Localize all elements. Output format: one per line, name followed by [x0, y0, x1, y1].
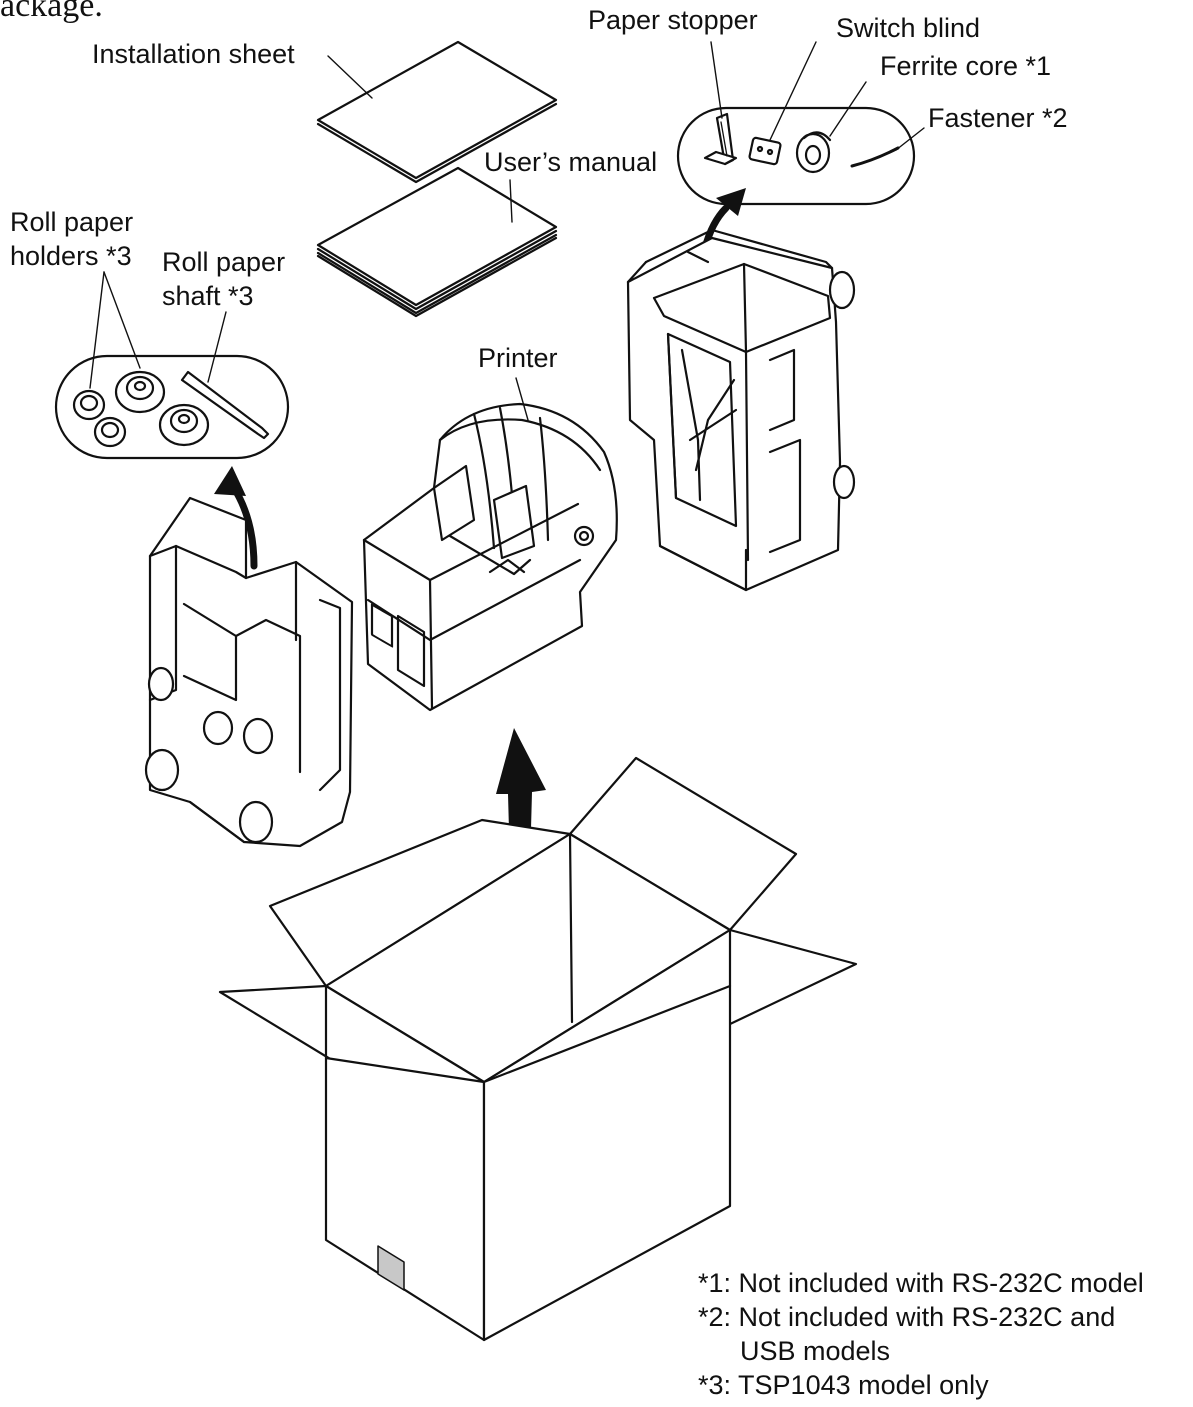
- label-installation-sheet: Installation sheet: [92, 38, 295, 70]
- leader-installation-sheet: [328, 56, 372, 98]
- users-manual-illustration: [318, 168, 556, 316]
- printer-illustration: [364, 404, 617, 710]
- right-foam-insert: [628, 230, 854, 590]
- accessories-capsule: [678, 108, 914, 204]
- label-roll-paper-shaft-2: shaft *3: [162, 280, 254, 312]
- note-2: *2: Not included with RS-232C and: [698, 1300, 1115, 1334]
- label-roll-paper-shaft-1: Roll paper: [162, 246, 285, 278]
- note-2-cont: USB models: [740, 1334, 890, 1368]
- label-switch-blind: Switch blind: [836, 12, 980, 44]
- cardboard-box: [220, 758, 856, 1340]
- leader-paper-stopper: [711, 42, 722, 118]
- label-ferrite-core: Ferrite core *1: [880, 50, 1051, 82]
- label-roll-paper-holders-1: Roll paper: [10, 206, 133, 238]
- label-users-manual: User’s manual: [484, 146, 657, 178]
- label-roll-paper-holders-2: holders *3: [10, 240, 132, 272]
- roll-paper-capsule: [56, 356, 288, 458]
- label-fastener: Fastener *2: [928, 102, 1068, 134]
- left-foam-insert: [146, 498, 352, 846]
- label-printer: Printer: [478, 342, 558, 374]
- note-3: *3: TSP1043 model only: [698, 1368, 989, 1402]
- leader-large-holder: [104, 272, 140, 368]
- label-paper-stopper: Paper stopper: [588, 4, 758, 36]
- note-1: *1: Not included with RS-232C model: [698, 1266, 1144, 1300]
